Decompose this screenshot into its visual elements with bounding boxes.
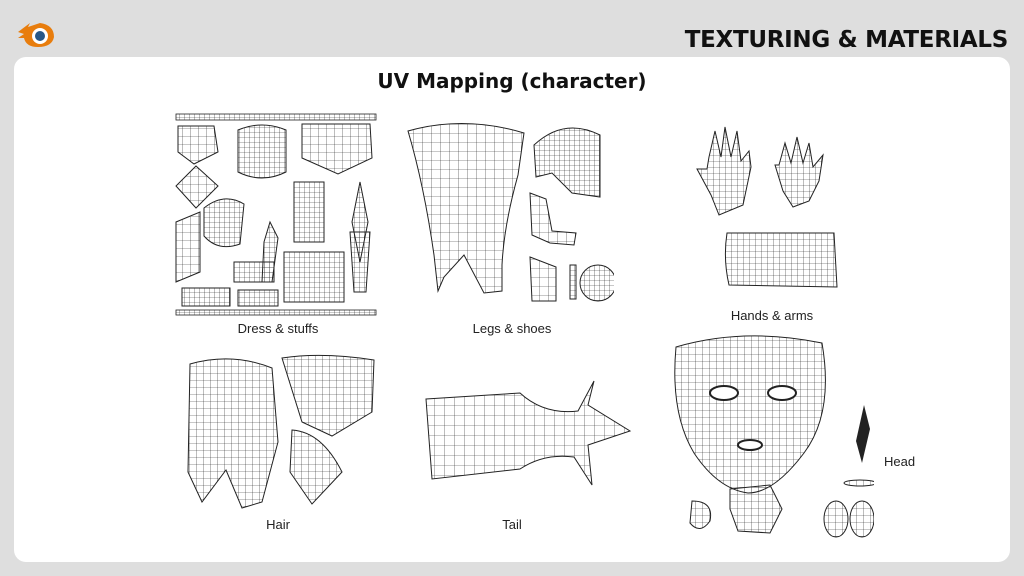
tail-uv-map-image <box>424 375 634 495</box>
caption-hands: Hands & arms <box>730 308 814 323</box>
blender-logo-icon <box>18 23 54 47</box>
slide-title: UV Mapping (character) <box>377 69 647 93</box>
caption-hair: Hair <box>266 517 290 532</box>
hands-uv-map-image <box>689 125 849 300</box>
legs-uv-map-image <box>404 115 614 305</box>
caption-head: Head <box>884 454 916 469</box>
hair-uv-map-image <box>182 352 378 512</box>
caption-legs: Legs & shoes <box>472 321 552 336</box>
caption-tail: Tail <box>502 517 522 532</box>
head-uv-map-image <box>674 333 874 545</box>
dress-uv-map-image <box>174 112 380 317</box>
caption-dress: Dress & stuffs <box>237 321 319 336</box>
slide-card: UV Mapping (character) <box>14 57 1010 562</box>
section-title: TEXTURING & MATERIALS <box>684 27 1009 53</box>
